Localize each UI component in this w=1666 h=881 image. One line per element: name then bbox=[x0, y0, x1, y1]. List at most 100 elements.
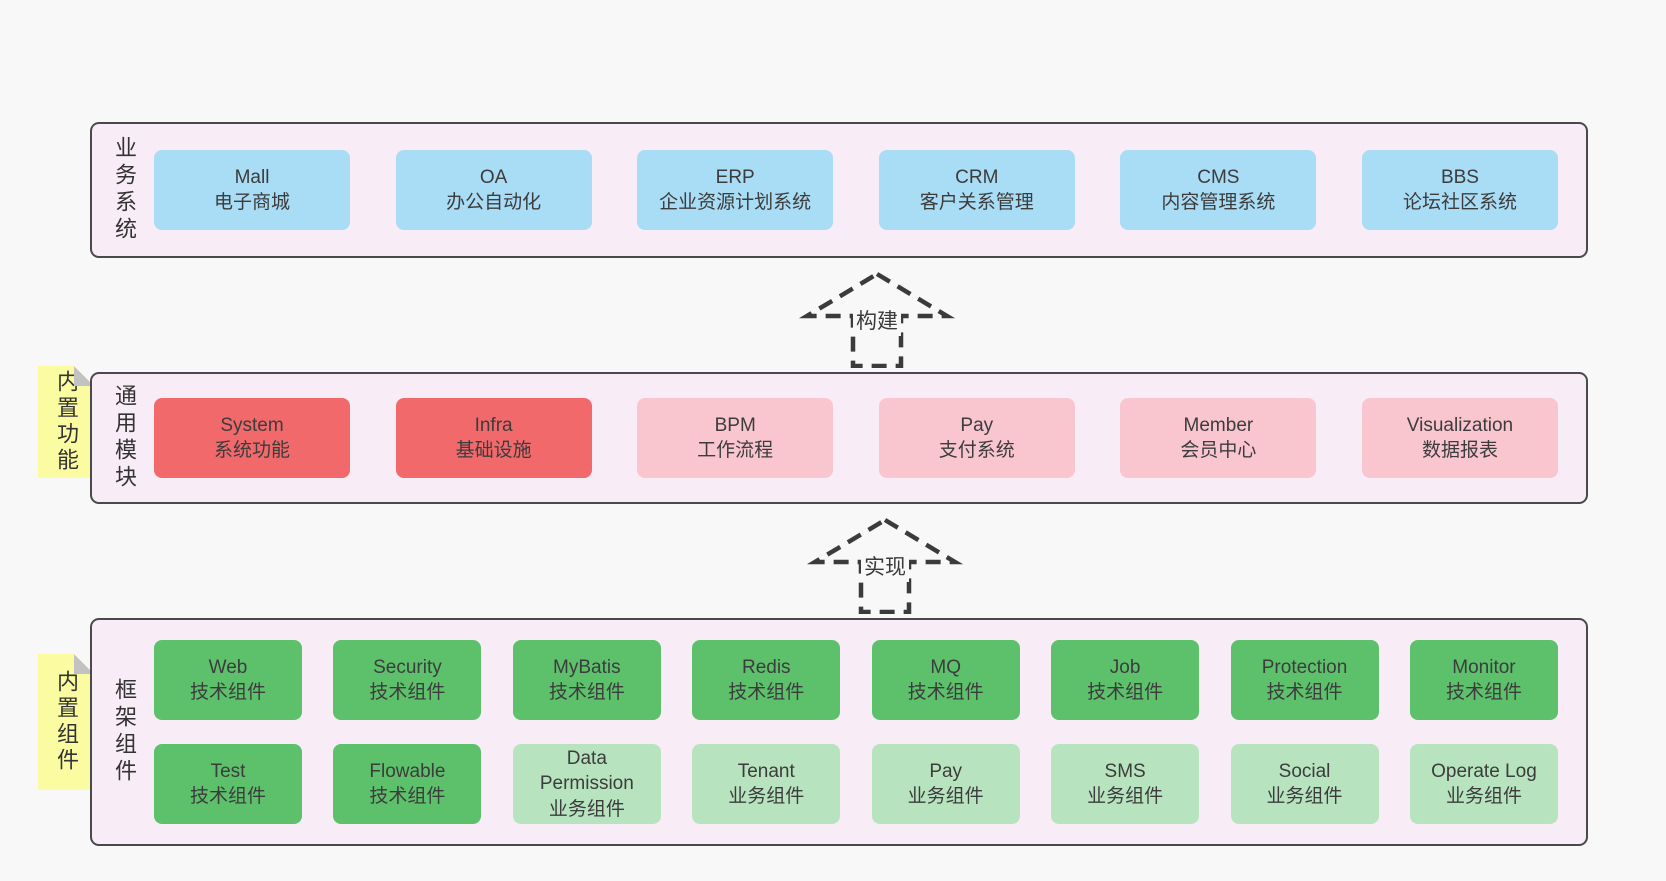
box-web: Web 技术组件 bbox=[154, 640, 302, 720]
business-boxes-row: Mall 电子商城 OA 办公自动化 ERP 企业资源计划系统 CRM 客户关系… bbox=[154, 150, 1558, 230]
sticky-note-label: 内置功能 bbox=[54, 370, 79, 474]
box-title: MQ bbox=[930, 656, 961, 678]
box-visualization: Visualization 数据报表 bbox=[1361, 398, 1558, 478]
box-protection: Protection 技术组件 bbox=[1230, 640, 1379, 720]
box-title: Protection bbox=[1261, 656, 1348, 678]
box-subtitle: 电子商城 bbox=[213, 192, 290, 213]
box-subtitle: 基础设施 bbox=[455, 440, 532, 461]
box-title: SMS bbox=[1104, 760, 1146, 782]
box-subtitle: 技术组件 bbox=[1445, 682, 1522, 703]
box-redis: Redis 技术组件 bbox=[692, 640, 841, 720]
box-subtitle: 技术组件 bbox=[189, 786, 266, 807]
box-sms: SMS 业务组件 bbox=[1051, 744, 1200, 824]
box-job: Job 技术组件 bbox=[1051, 640, 1200, 720]
box-title: ERP bbox=[715, 166, 755, 188]
box-subtitle: 技术组件 bbox=[907, 682, 984, 703]
box-subtitle: 技术组件 bbox=[728, 682, 805, 703]
box-title: Tenant bbox=[737, 760, 795, 782]
box-title: OA bbox=[479, 166, 508, 188]
box-member: Member 会员中心 bbox=[1120, 398, 1317, 478]
box-title: Data Permission bbox=[539, 748, 634, 795]
box-title: Web bbox=[208, 656, 248, 678]
build-arrow-label: 构建 bbox=[853, 304, 901, 336]
box-social: Social 业务组件 bbox=[1230, 744, 1379, 824]
sticky-note-built-in-features: 内置功能 bbox=[38, 366, 94, 478]
box-title: Pay bbox=[929, 760, 963, 782]
box-subtitle: 内容管理系统 bbox=[1161, 192, 1276, 213]
box-subtitle: 技术组件 bbox=[189, 682, 266, 703]
box-subtitle: 会员中心 bbox=[1180, 440, 1257, 461]
box-mybatis: MyBatis 技术组件 bbox=[512, 640, 661, 720]
box-title: CMS bbox=[1197, 166, 1240, 188]
box-subtitle: 技术组件 bbox=[548, 682, 625, 703]
box-subtitle: 数据报表 bbox=[1421, 440, 1498, 461]
up-arrow-icon bbox=[798, 272, 956, 368]
box-system: System 系统功能 bbox=[154, 398, 350, 478]
box-subtitle: 业务组件 bbox=[548, 798, 625, 820]
box-erp: ERP 企业资源计划系统 bbox=[637, 150, 834, 230]
box-pay-component: Pay 业务组件 bbox=[871, 744, 1020, 824]
box-subtitle: 技术组件 bbox=[369, 786, 446, 807]
implement-arrow-label: 实现 bbox=[861, 550, 909, 582]
box-subtitle: 支付系统 bbox=[938, 440, 1015, 461]
build-arrow: 构建 bbox=[792, 272, 962, 368]
box-subtitle: 业务组件 bbox=[728, 786, 805, 807]
panel-framework-components: 框架组件 Web 技术组件 Security 技术组件 MyBatis 技术组件… bbox=[90, 618, 1588, 846]
box-tenant: Tenant 业务组件 bbox=[692, 744, 841, 824]
box-title: Member bbox=[1183, 414, 1254, 436]
sticky-note-built-in-components: 内置组件 bbox=[38, 654, 94, 790]
box-title: Security bbox=[373, 656, 442, 678]
box-security: Security 技术组件 bbox=[333, 640, 482, 720]
components-row-1: Web 技术组件 Security 技术组件 MyBatis 技术组件 Redi… bbox=[154, 640, 1558, 720]
box-title: Visualization bbox=[1406, 414, 1514, 436]
box-subtitle: 系统功能 bbox=[213, 440, 290, 461]
box-title: Test bbox=[210, 760, 246, 782]
implement-arrow: 实现 bbox=[800, 518, 970, 614]
box-subtitle: 技术组件 bbox=[1266, 682, 1343, 703]
box-title: Monitor bbox=[1452, 656, 1516, 678]
panel-common-modules: 通用模块 System 系统功能 Infra 基础设施 BPM 工作流程 Pay… bbox=[90, 372, 1588, 504]
box-oa: OA 办公自动化 bbox=[395, 150, 592, 230]
box-subtitle: 业务组件 bbox=[1266, 786, 1343, 807]
box-title: Infra bbox=[474, 414, 513, 436]
box-pay-module: Pay 支付系统 bbox=[878, 398, 1075, 478]
modules-boxes-row: System 系统功能 Infra 基础设施 BPM 工作流程 Pay 支付系统… bbox=[154, 398, 1558, 478]
box-subtitle: 论坛社区系统 bbox=[1402, 192, 1517, 213]
panel-side-label: 通用模块 bbox=[112, 384, 137, 492]
box-subtitle: 企业资源计划系统 bbox=[659, 192, 812, 213]
box-crm: CRM 客户关系管理 bbox=[878, 150, 1075, 230]
box-title: System bbox=[220, 414, 284, 436]
panel-side-label: 框架组件 bbox=[112, 678, 137, 786]
box-data-permission: Data Permission 业务组件 bbox=[512, 744, 661, 824]
box-subtitle: 业务组件 bbox=[1087, 786, 1164, 807]
box-title: BBS bbox=[1440, 166, 1479, 188]
box-subtitle: 业务组件 bbox=[1445, 786, 1522, 807]
box-title: MyBatis bbox=[553, 656, 621, 678]
box-title: Pay bbox=[960, 414, 994, 436]
box-title: Operate Log bbox=[1431, 760, 1537, 782]
box-mall: Mall 电子商城 bbox=[154, 150, 350, 230]
box-infra: Infra 基础设施 bbox=[395, 398, 592, 478]
box-subtitle: 业务组件 bbox=[907, 786, 984, 807]
box-operate-log: Operate Log 业务组件 bbox=[1409, 744, 1558, 824]
box-bbs: BBS 论坛社区系统 bbox=[1361, 150, 1558, 230]
panel-business-systems: 业务系统 Mall 电子商城 OA 办公自动化 ERP 企业资源计划系统 CRM… bbox=[90, 122, 1588, 258]
box-title: Social bbox=[1278, 760, 1331, 782]
components-row-2: Test 技术组件 Flowable 技术组件 Data Permission … bbox=[154, 744, 1558, 824]
box-subtitle: 技术组件 bbox=[1087, 682, 1164, 703]
box-title: Flowable bbox=[369, 760, 446, 782]
sticky-note-label: 内置组件 bbox=[54, 670, 79, 774]
up-arrow-icon bbox=[806, 518, 964, 614]
box-flowable: Flowable 技术组件 bbox=[333, 744, 482, 824]
box-subtitle: 办公自动化 bbox=[446, 192, 542, 213]
box-subtitle: 技术组件 bbox=[369, 682, 446, 703]
box-mq: MQ 技术组件 bbox=[871, 640, 1020, 720]
box-title: Mall bbox=[234, 166, 270, 188]
box-subtitle: 工作流程 bbox=[697, 440, 774, 461]
box-title: Job bbox=[1109, 656, 1141, 678]
box-title: Redis bbox=[741, 656, 791, 678]
box-title: CRM bbox=[955, 166, 999, 188]
box-test: Test 技术组件 bbox=[154, 744, 302, 824]
panel-side-label: 业务系统 bbox=[112, 136, 137, 244]
